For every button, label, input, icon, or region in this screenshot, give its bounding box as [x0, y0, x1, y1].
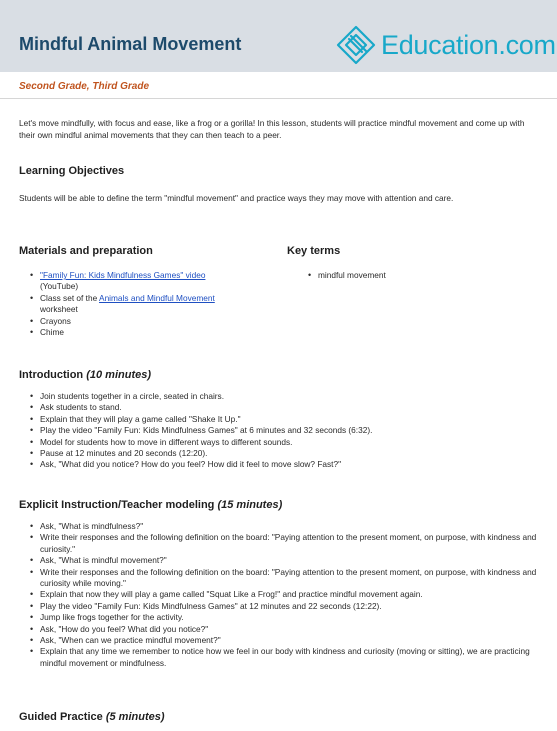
list-item: Pause at 12 minutes and 20 seconds (12:2… [28, 448, 543, 460]
list-item: Ask, "When can we practice mindful movem… [28, 635, 543, 647]
introduction-title: Introduction [19, 369, 84, 381]
key-terms-heading: Key terms [287, 245, 341, 257]
list-item: Write their responses and the following … [28, 532, 543, 555]
explicit-instruction-time: (15 minutes) [217, 499, 283, 511]
list-item: Jump like frogs together for the activit… [28, 612, 543, 624]
explicit-instruction-heading: Explicit Instruction/Teacher modeling (1… [19, 499, 282, 511]
list-item: Write their responses and the following … [28, 567, 543, 590]
list-item: Ask, "How do you feel? What did you noti… [28, 624, 543, 636]
list-item: Ask, "What is mindfulness?" [28, 521, 543, 533]
education-logo-icon [336, 25, 376, 65]
worksheet-link[interactable]: Animals and Mindful Movement [99, 292, 215, 303]
list-item: Ask students to stand. [28, 402, 543, 414]
worksheet-prefix: Class set of the [40, 292, 100, 303]
list-item: mindful movement [306, 270, 536, 282]
list-item: Class set of the Animals and Mindful Mov… [28, 293, 278, 316]
list-item: Model for students how to move in differ… [28, 437, 543, 449]
list-item: Explain that they will play a game calle… [28, 414, 543, 426]
list-item: Chime [28, 327, 278, 339]
education-logo[interactable]: Education.com [336, 24, 556, 66]
introduction-list: Join students together in a circle, seat… [28, 391, 543, 471]
lesson-intro-text: Let's move mindfully, with focus and eas… [19, 118, 525, 140]
header-divider [0, 98, 557, 99]
materials-heading: Materials and preparation [19, 245, 153, 257]
list-item: Crayons [28, 316, 278, 328]
header-bar: Mindful Animal Movement Education.com [0, 0, 557, 72]
list-item: Ask, "What did you notice? How do you fe… [28, 459, 543, 471]
grade-levels: Second Grade, Third Grade [19, 81, 150, 92]
list-item: Join students together in a circle, seat… [28, 391, 543, 403]
video-link[interactable]: "Family Fun: Kids Mindfulness Games" vid… [40, 270, 206, 280]
learning-objectives-heading: Learning Objectives [19, 165, 125, 177]
explicit-instruction-title: Explicit Instruction/Teacher modeling [19, 499, 215, 511]
explicit-instruction-list: Ask, "What is mindfulness?" Write their … [28, 521, 543, 669]
list-item: "Family Fun: Kids Mindfulness Games" vid… [28, 270, 278, 293]
guided-practice-time: (5 minutes) [105, 711, 165, 723]
list-item: Explain that any time we remember to not… [28, 646, 543, 669]
worksheet-suffix: worksheet [40, 304, 78, 315]
introduction-heading: Introduction (10 minutes) [19, 369, 151, 381]
list-item: Play the video "Family Fun: Kids Mindful… [28, 601, 543, 613]
guided-practice-title: Guided Practice [19, 711, 103, 723]
guided-practice-heading: Guided Practice (5 minutes) [19, 711, 165, 723]
logo-text: Education.com [381, 30, 556, 60]
list-item: Ask, "What is mindful movement?" [28, 555, 543, 567]
introduction-time: (10 minutes) [86, 369, 152, 381]
learning-objectives-text: Students will be able to define the term… [19, 193, 454, 203]
key-terms-list: mindful movement [306, 270, 536, 282]
page-title: Mindful Animal Movement [19, 34, 242, 54]
video-source: (YouTube) [40, 281, 79, 292]
materials-list: "Family Fun: Kids Mindfulness Games" vid… [28, 270, 278, 339]
list-item: Explain that now they will play a game c… [28, 589, 543, 601]
list-item: Play the video "Family Fun: Kids Mindful… [28, 425, 543, 437]
